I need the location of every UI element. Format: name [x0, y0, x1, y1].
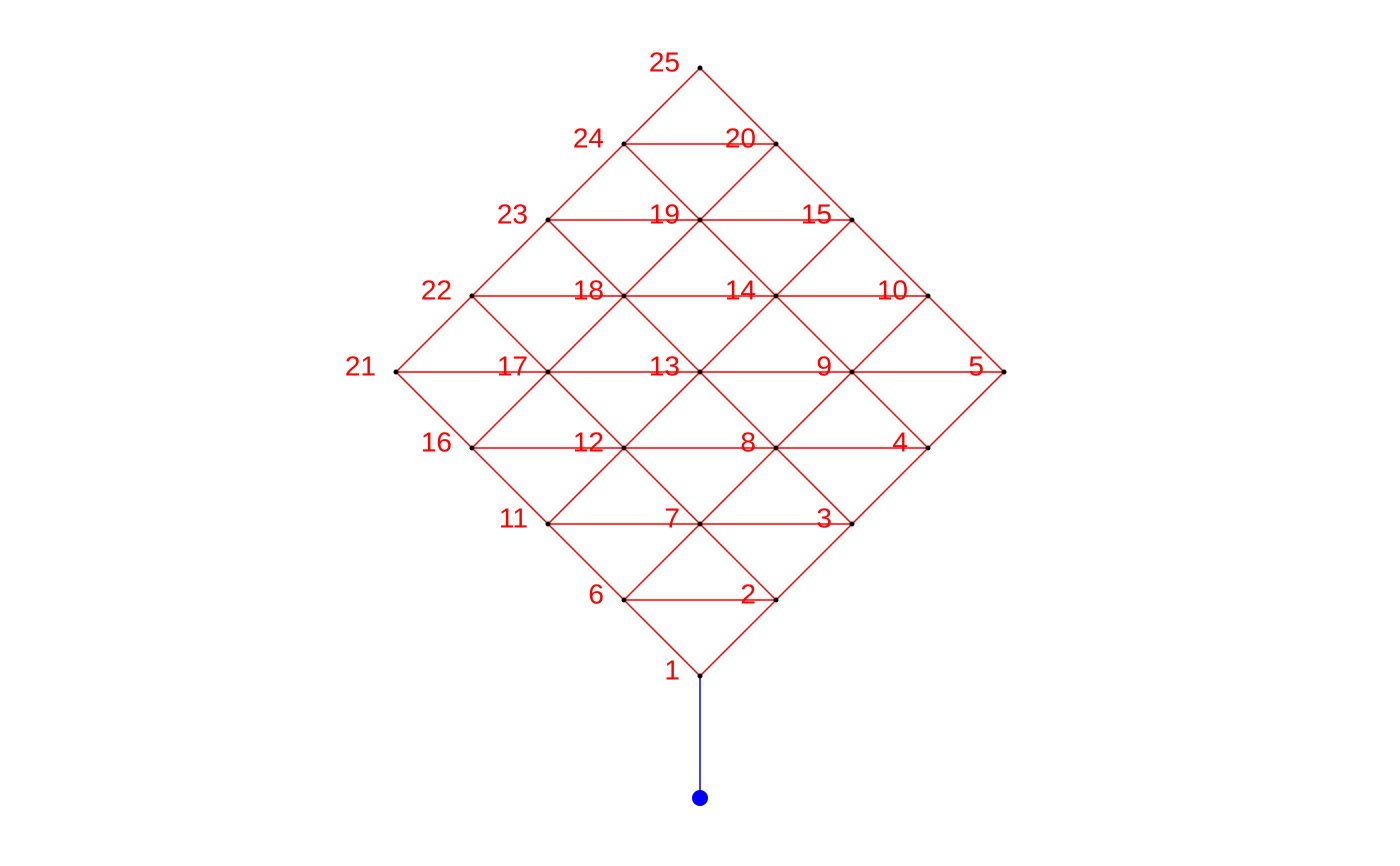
- mesh-edge-2-3: [775, 523, 853, 601]
- node-label-24: 24: [573, 122, 604, 153]
- mesh-edge-3-4: [851, 447, 929, 525]
- mesh-edges: [395, 67, 1005, 677]
- mesh-edge-18-19: [623, 219, 701, 297]
- mesh-edge-12-13: [623, 371, 701, 449]
- node-label-6: 6: [588, 578, 604, 609]
- mesh-edge-1-2: [699, 599, 777, 677]
- mesh-edge-19-20: [699, 143, 777, 221]
- node-13: [697, 369, 703, 375]
- mesh-edge-5-10: [927, 295, 1005, 373]
- mesh-edge-24-25: [623, 67, 701, 145]
- node-20: [773, 141, 779, 147]
- mesh-edge-18-23: [547, 219, 625, 297]
- mesh-edge-14-15: [775, 219, 853, 297]
- node-label-19: 19: [649, 198, 680, 229]
- node-label-12: 12: [573, 426, 604, 457]
- node-6: [621, 597, 627, 603]
- node-1: [697, 673, 703, 679]
- mesh-edge-2-7: [699, 523, 777, 601]
- node-16: [469, 445, 475, 451]
- mesh-edge-11-16: [471, 447, 549, 525]
- node-label-15: 15: [801, 198, 832, 229]
- node-21: [393, 369, 399, 375]
- mesh-edge-13-18: [623, 295, 701, 373]
- node-5: [1001, 369, 1007, 375]
- mesh-edge-12-17: [547, 371, 625, 449]
- mesh-edge-8-13: [699, 371, 777, 449]
- node-labels: 1234567891011121314151617181920212223242…: [345, 46, 984, 685]
- mesh-edge-13-14: [699, 295, 777, 373]
- mesh-edge-16-17: [471, 371, 549, 449]
- mesh-edge-10-15: [851, 219, 929, 297]
- node-label-18: 18: [573, 274, 604, 305]
- node-label-11: 11: [499, 502, 528, 533]
- mesh-edge-8-9: [775, 371, 853, 449]
- node-label-4: 4: [892, 426, 908, 457]
- node-label-22: 22: [421, 274, 452, 305]
- node-label-10: 10: [877, 274, 908, 305]
- node-7: [697, 521, 703, 527]
- node-25: [697, 65, 703, 71]
- mesh-edge-1-6: [623, 599, 701, 677]
- node-12: [621, 445, 627, 451]
- node-label-25: 25: [649, 46, 680, 77]
- node-label-16: 16: [421, 426, 452, 457]
- node-8: [773, 445, 779, 451]
- node-3: [849, 521, 855, 527]
- node-15: [849, 217, 855, 223]
- mesh-edge-14-19: [699, 219, 777, 297]
- mesh-edge-4-9: [851, 371, 929, 449]
- mesh-edge-16-21: [395, 371, 473, 449]
- mesh-edge-6-7: [623, 523, 701, 601]
- node-18: [621, 293, 627, 299]
- mesh-edge-20-25: [699, 67, 777, 145]
- node-label-13: 13: [649, 350, 680, 381]
- node-label-21: 21: [345, 350, 376, 381]
- node-label-7: 7: [664, 502, 680, 533]
- node-10: [925, 293, 931, 299]
- mesh-edge-17-22: [471, 295, 549, 373]
- mesh-edge-4-5: [927, 371, 1005, 449]
- mesh-edge-3-8: [775, 447, 853, 525]
- root-node-marker: [692, 790, 708, 806]
- node-2: [773, 597, 779, 603]
- node-label-17: 17: [497, 350, 528, 381]
- node-4: [925, 445, 931, 451]
- node-23: [545, 217, 551, 223]
- node-label-8: 8: [740, 426, 756, 457]
- mesh-edge-15-20: [775, 143, 853, 221]
- mesh-edge-23-24: [547, 143, 625, 221]
- mesh-edge-22-23: [471, 219, 549, 297]
- mesh-edge-7-8: [699, 447, 777, 525]
- mesh-edge-21-22: [395, 295, 473, 373]
- mesh-edge-7-12: [623, 447, 701, 525]
- node-22: [469, 293, 475, 299]
- mesh-edge-9-10: [851, 295, 929, 373]
- node-label-9: 9: [816, 350, 832, 381]
- node-label-20: 20: [725, 122, 756, 153]
- mesh-edge-19-24: [623, 143, 701, 221]
- node-17: [545, 369, 551, 375]
- node-label-1: 1: [664, 654, 680, 685]
- mesh-edge-9-14: [775, 295, 853, 373]
- mesh-nodes: [393, 65, 1007, 679]
- root-connector: [692, 676, 708, 806]
- node-label-2: 2: [740, 578, 756, 609]
- node-14: [773, 293, 779, 299]
- mesh-edge-6-11: [547, 523, 625, 601]
- node-label-5: 5: [968, 350, 984, 381]
- mesh-edge-17-18: [547, 295, 625, 373]
- node-label-3: 3: [816, 502, 832, 533]
- node-label-14: 14: [725, 274, 756, 305]
- node-11: [545, 521, 551, 527]
- node-19: [697, 217, 703, 223]
- node-9: [849, 369, 855, 375]
- node-24: [621, 141, 627, 147]
- mesh-edge-11-12: [547, 447, 625, 525]
- node-label-23: 23: [497, 198, 528, 229]
